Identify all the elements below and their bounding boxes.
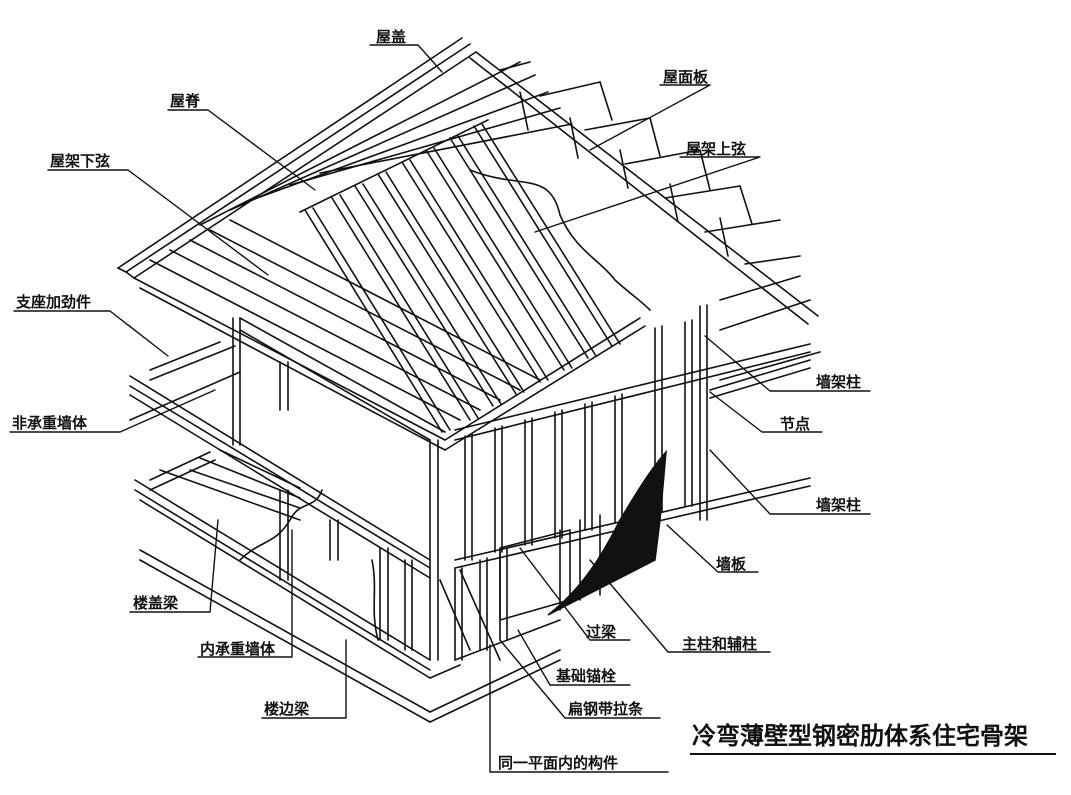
label-bearing-stiffener: 支座加劲件 [16,293,92,311]
upper-wall-drawing [232,275,821,661]
label-nonbearing-wall: 非承重墙体 [12,414,88,432]
label-rim-joist: 楼边梁 [264,700,310,718]
label-floor-joist: 楼盖梁 [133,594,179,612]
label-lintel: 过梁 [586,623,617,641]
label-flat-strap: 扁钢带拉条 [568,700,644,718]
title-underline [690,753,1056,755]
label-wall-panel: 墙板 [716,555,747,573]
label-truss-bottom-chord: 屋架下弦 [50,152,111,170]
label-interior-bearing-wall: 内承重墙体 [200,640,276,658]
wall-panel-sheet [547,449,667,616]
label-anchor-bolt: 基础锚栓 [556,667,617,685]
label-king-jack-stud: 主柱和辅柱 [682,635,758,653]
diagram-title: 冷弯薄壁型钢密肋体系住宅骨架 [692,722,1028,750]
label-wall-stud-upper: 墙架柱 [816,373,862,391]
leader-lines [9,44,871,773]
label-roof-panel: 屋面板 [663,68,709,86]
roof-trusses-drawing [133,119,646,451]
label-joint: 节点 [780,415,811,433]
roof-panel-drawing [469,51,819,325]
label-truss-top-chord: 屋架上弦 [686,140,747,158]
label-ridge: 屋脊 [170,92,201,110]
label-roof-cover: 屋盖 [376,28,407,46]
label-wall-stud-lower: 墙架柱 [816,496,862,514]
label-coplanar-members: 同一平面内的构件 [498,754,619,772]
